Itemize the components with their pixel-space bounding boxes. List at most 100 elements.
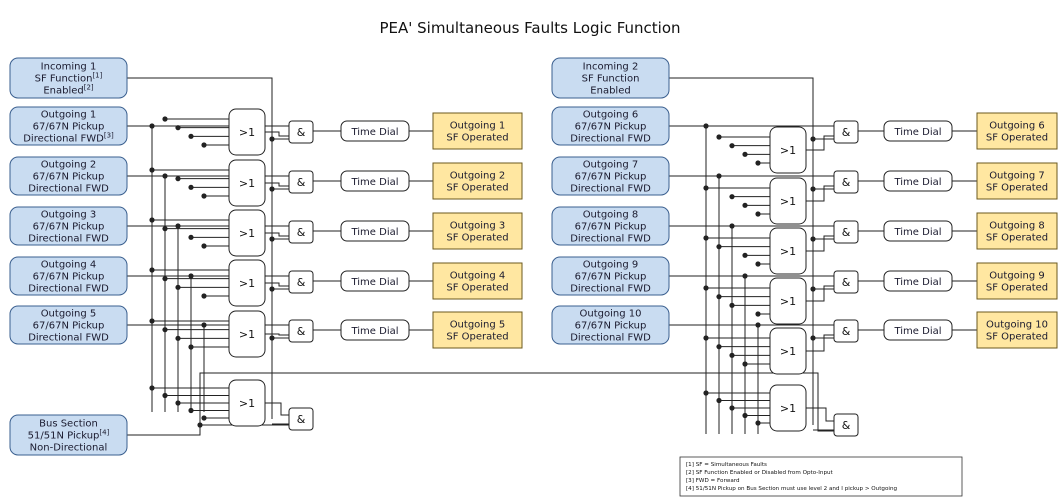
box-text-line: Directional FWD	[28, 234, 109, 245]
junction-dot	[149, 267, 155, 273]
or-gate-body	[228, 310, 266, 358]
box-text-line: Incoming 1	[41, 62, 97, 73]
junction-dot	[175, 284, 181, 290]
and-gate-label: &	[842, 226, 851, 239]
junction-dot	[188, 344, 194, 350]
junction-dot	[188, 273, 194, 279]
output-outgoing-5: Outgoing 5SF Operated	[432, 311, 523, 349]
and-gate-right-4: &	[833, 270, 859, 294]
junction-dot	[188, 133, 194, 139]
or-gate-label: >1	[780, 195, 796, 208]
time-dial-label: Time Dial	[893, 177, 941, 188]
box-text-line: Outgoing 2	[41, 160, 97, 171]
time-dial-right-1: Time Dial	[883, 120, 953, 142]
input-box-body	[9, 414, 128, 456]
or-output-wire	[265, 282, 289, 287]
and-gate-label: &	[842, 176, 851, 189]
junction-dot	[175, 176, 181, 182]
box-text-line: Outgoing 1	[450, 121, 506, 132]
output-box-body	[976, 162, 1058, 200]
junction-dot	[755, 160, 761, 166]
box-text-line: Non-Directional	[30, 443, 108, 454]
junction-dot	[755, 420, 761, 426]
and-gate-body	[288, 407, 314, 431]
time-dial-body	[340, 170, 410, 192]
or-gate-body	[228, 379, 266, 427]
junction-dot	[201, 243, 207, 249]
box-text-line: 67/67N Pickup	[575, 172, 647, 183]
box-text-line: 67/67N Pickup	[33, 272, 105, 283]
junction-dot	[175, 125, 181, 131]
box-text-line: Directional FWD	[28, 333, 109, 344]
box-text-line: Outgoing 10	[580, 309, 642, 320]
enable-rail-wire	[669, 77, 814, 425]
output-box-body	[432, 262, 523, 300]
output-box-body	[976, 112, 1058, 150]
or-gate-body	[228, 259, 266, 307]
box-text-line: Outgoing 3	[450, 221, 506, 232]
or-gate-body	[769, 327, 807, 375]
or-output-wire	[806, 334, 834, 352]
or-gate-right-2: >1	[769, 177, 807, 225]
box-text-line: Directional FWD	[28, 184, 109, 195]
and-gate-label: &	[297, 276, 306, 289]
time-dial-left-3: Time Dial	[340, 220, 410, 242]
input-box-body	[551, 305, 670, 345]
box-text-line: 67/67N Pickup	[575, 321, 647, 332]
or-output-wire	[265, 232, 289, 237]
and-gate-body	[288, 270, 314, 294]
time-dial-left-4: Time Dial	[340, 270, 410, 292]
output-outgoing-4: Outgoing 9SF Operated	[976, 262, 1058, 300]
time-dial-body	[883, 170, 953, 192]
and-gate-body	[833, 120, 859, 144]
junction-dot	[729, 352, 735, 358]
output-outgoing-3: Outgoing 3SF Operated	[432, 212, 523, 250]
time-dial-body	[883, 120, 953, 142]
output-box-body	[432, 212, 523, 250]
junction-dot	[188, 234, 194, 240]
and-gate-label: &	[297, 126, 306, 139]
and-gate-label: &	[297, 413, 306, 426]
or-gate-right-bus: >1	[769, 384, 807, 432]
input-box-body	[551, 57, 670, 99]
box-text-line: Directional FWD	[570, 234, 651, 245]
and-gate-label: &	[842, 276, 851, 289]
footnote-ref: [1]	[92, 72, 102, 80]
or-gate-left-1: >1	[228, 108, 266, 156]
junction-dot	[742, 202, 748, 208]
box-text-line: Enabled	[590, 86, 630, 97]
wires	[127, 77, 977, 436]
or-gate-right-3: >1	[769, 227, 807, 275]
footnote-3: [3] FWD = Forward	[686, 478, 740, 484]
and-gate-body	[288, 170, 314, 194]
or-gate-label: >1	[780, 402, 796, 415]
time-dial-right-4: Time Dial	[883, 270, 953, 292]
time-dial-right-5: Time Dial	[883, 319, 953, 341]
or-output-wire	[806, 285, 834, 302]
box-text-line: 67/67N Pickup	[33, 172, 105, 183]
or-gate-label: >1	[780, 245, 796, 258]
box-text-line: 67/67N Pickup	[575, 272, 647, 283]
input-box-body	[551, 106, 670, 146]
box-text-line: SF Operated	[986, 133, 1048, 144]
bus-section-wire	[127, 424, 289, 436]
and-gate-label: &	[842, 126, 851, 139]
box-text-line: SF Operated	[986, 233, 1048, 244]
junction-dot	[703, 390, 709, 396]
time-dial-label: Time Dial	[350, 177, 398, 188]
footnote-ref: [2]	[84, 84, 94, 92]
junction-dot	[175, 400, 181, 406]
box-text-line: 51/51N Pickup[4]	[28, 429, 110, 442]
junction-dots	[149, 116, 816, 428]
time-dial-body	[340, 220, 410, 242]
time-dial-body	[883, 270, 953, 292]
box-text-line: SF Operated	[446, 133, 508, 144]
junction-dot	[188, 184, 194, 190]
and-gate-body	[833, 413, 859, 437]
junction-dot	[269, 136, 275, 142]
junction-dot	[810, 286, 816, 292]
or-gate-label: >1	[239, 328, 255, 341]
